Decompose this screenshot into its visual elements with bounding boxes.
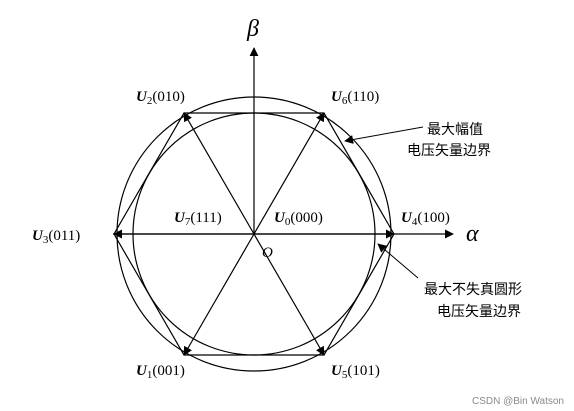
note-max-amplitude-line2: 电压矢量边界 <box>407 143 491 159</box>
watermark: CSDN @Bin Watson <box>471 396 564 407</box>
vector-u6 <box>253 112 325 235</box>
vector-u2 <box>183 112 255 235</box>
alpha-axis-label: α <box>466 221 479 247</box>
vector-u1 <box>183 233 255 356</box>
note-max-amplitude-line1: 最大幅值 <box>427 122 483 138</box>
note-max-circle-line2: 电压矢量边界 <box>437 304 521 320</box>
label-u2: U2(010) <box>136 89 185 107</box>
label-u3: U3(011) <box>32 228 80 246</box>
beta-axis-label: β <box>246 16 259 42</box>
label-u6: U6(110) <box>331 89 379 107</box>
origin-label: O <box>262 245 273 261</box>
leader-max-circle <box>377 243 419 279</box>
note-max-circle-line1: 最大不失真圆形 <box>424 282 522 298</box>
label-u5: U5(101) <box>331 363 380 381</box>
label-u0: U0(000) <box>274 210 323 228</box>
label-u1: U1(001) <box>136 363 185 381</box>
leader-max-amplitude <box>344 126 424 144</box>
label-u4: U4(100) <box>401 210 450 228</box>
vector-u5 <box>253 233 325 356</box>
label-u7: U7(111) <box>174 210 222 228</box>
